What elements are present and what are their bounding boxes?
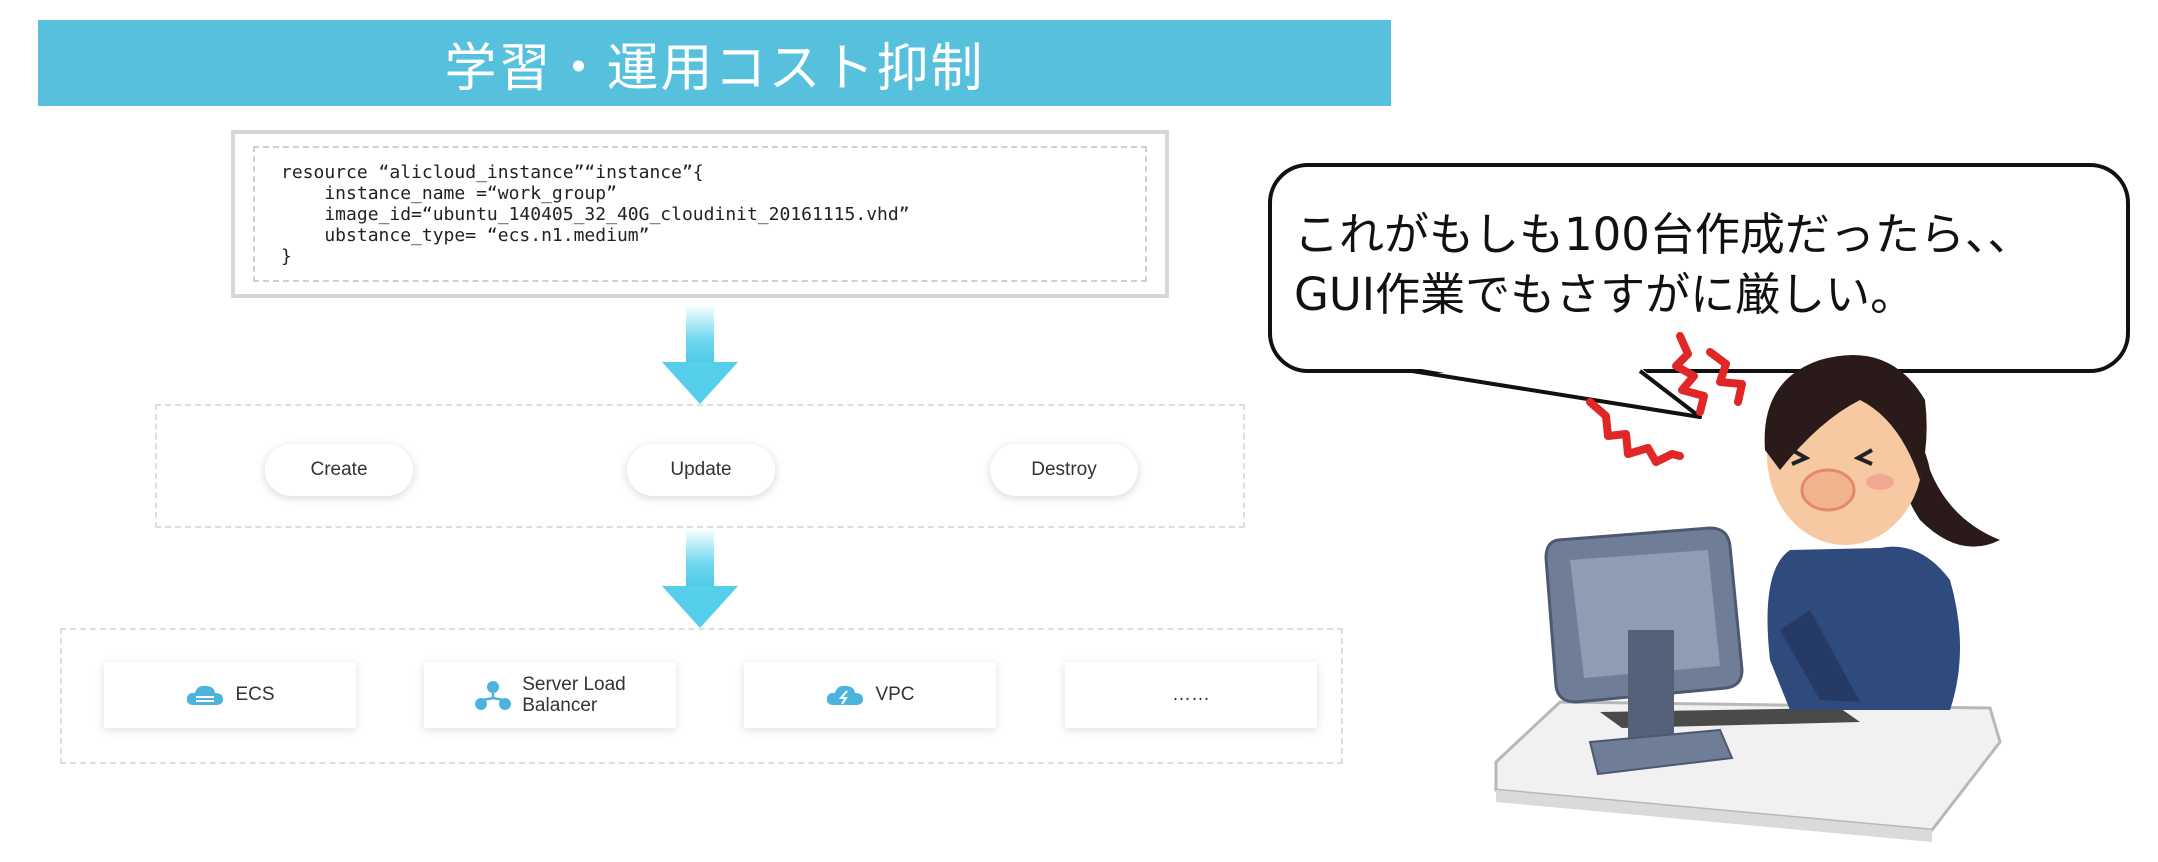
load-balancer-icon <box>475 681 512 710</box>
speech-bubble-text: これがもしも100台作成だったら、、 GUI作業でもさすがに厳しい。 <box>1294 205 2032 325</box>
create-button[interactable]: Create <box>265 444 413 496</box>
resources-panel: ECS Server Load Balancer VPC …… <box>60 628 1343 764</box>
operations-panel: Create Update Destroy <box>155 404 1245 528</box>
cloud-icon <box>187 685 224 705</box>
down-arrow-icon <box>662 530 738 628</box>
page-title: 学習・運用コスト抑制 <box>444 38 985 99</box>
update-button[interactable]: Update <box>627 444 775 496</box>
code-line: ubstance_type= “ecs.n1.medium” <box>281 225 650 246</box>
resource-card-ecs[interactable]: ECS <box>104 662 356 728</box>
speech-line-1: これがもしも100台作成だったら、、 <box>1294 208 2033 261</box>
code-line: instance_name =“work_group” <box>281 183 617 204</box>
speech-line-2: GUI作業でもさすがに厳しい。 <box>1294 268 1916 321</box>
resource-card-slb[interactable]: Server Load Balancer <box>424 662 676 728</box>
down-arrow-icon <box>662 306 738 404</box>
resource-label: Server Load Balancer <box>522 674 626 716</box>
code-block: resource “alicloud_instance”“instance”{ … <box>231 130 1169 298</box>
stress-lines-icon <box>1586 332 1746 466</box>
speech-bubble: これがもしも100台作成だったら、、 GUI作業でもさすがに厳しい。 <box>1268 163 2130 373</box>
more-resources-label: …… <box>1172 684 1210 705</box>
resource-label: VPC <box>875 684 915 705</box>
resource-label-line: Balancer <box>522 695 598 716</box>
code-block-inner: resource “alicloud_instance”“instance”{ … <box>253 146 1147 282</box>
resource-label-line: Server Load <box>522 674 626 695</box>
vpc-cloud-icon <box>827 685 864 705</box>
resource-card-vpc[interactable]: VPC <box>744 662 996 728</box>
destroy-button[interactable]: Destroy <box>990 444 1138 496</box>
code-line: resource “alicloud_instance”“instance”{ <box>281 162 704 183</box>
resource-card-more[interactable]: …… <box>1065 662 1317 728</box>
code-line: image_id=“ubuntu_140405_32_40G_cloudinit… <box>281 204 910 225</box>
stressed-worker-illustration <box>1494 332 2002 842</box>
resource-label: ECS <box>235 684 275 705</box>
title-bar: 学習・運用コスト抑制 <box>38 20 1391 106</box>
code-line: } <box>281 246 292 267</box>
